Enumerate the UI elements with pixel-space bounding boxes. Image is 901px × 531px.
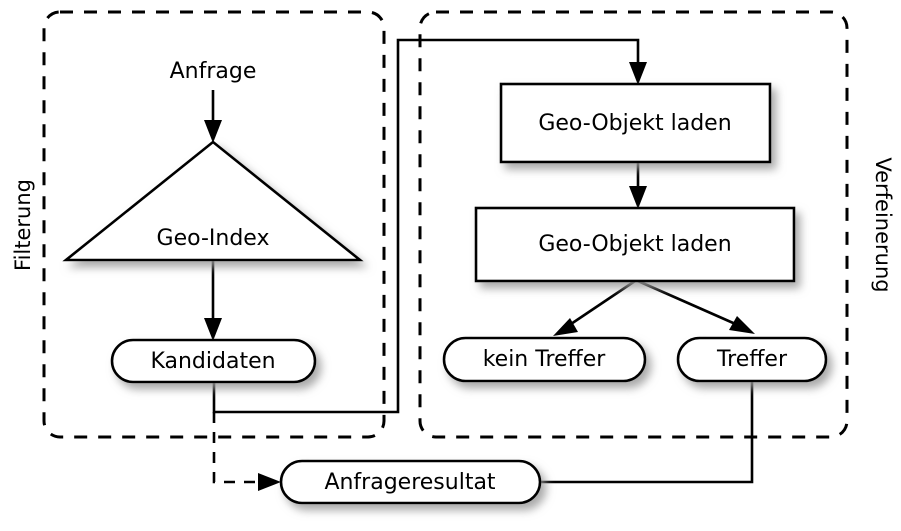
edge-treffer-to-anfrageresultat [540,381,754,484]
group-box-verfeinerung [418,10,849,439]
node-geo-index[interactable]: Geo-Index [62,140,364,262]
group-box-filterung [42,10,386,439]
arrowhead-geoobjekt1-to-geoobjekt2 [629,186,647,209]
node-geo-index-label: Geo-Index [157,226,270,251]
arrowhead-kandidaten-to-anfrageresultat [258,473,281,491]
edge-geoobjekt2-to-treffer [637,279,741,328]
arrowhead-anfrage-to-geoindex [204,120,222,143]
node-anfrage: Anfrage [170,59,257,84]
node-anfrageresultat-label: Anfrageresultat [324,470,495,495]
edge-kandidaten-to-anfrageresultat [212,412,262,484]
arrowhead-geoobjekt2-to-treffer [729,316,755,334]
node-geo-objekt-laden-1-label: Geo-Objekt laden [538,111,731,136]
node-kein-treffer[interactable]: kein Treffer [442,336,647,383]
node-geo-objekt-laden-2[interactable]: Geo-Objekt laden [474,206,796,283]
edge-geoobjekt2-to-keintreffer [567,279,636,328]
arrowhead-geoobjekt2-to-keintreffer [553,318,578,336]
edge-kandidaten-to-geoobjekt1 [212,38,640,414]
node-treffer[interactable]: Treffer [676,336,828,383]
node-treffer-label: Treffer [716,347,788,372]
node-kein-treffer-label: kein Treffer [483,347,607,372]
kein-treffer-pill [442,336,647,383]
group-label-verfeinerung: Verfeinerung [871,157,895,292]
node-kandidaten-label: Kandidaten [150,349,275,374]
node-geo-objekt-laden-2-label: Geo-Objekt laden [538,232,731,257]
treffer-pill [676,336,828,383]
group-label-filterung: Filterung [11,179,35,271]
geo-index-triangle [62,140,364,262]
node-kandidaten[interactable]: Kandidaten [110,338,317,384]
arrowhead-geoindex-to-kandidaten [204,318,222,341]
kandidaten-pill [110,338,317,384]
node-anfrageresultat[interactable]: Anfrageresultat [279,459,542,505]
geo-objekt-laden-2-box [474,206,796,283]
arrowhead-kandidaten-to-geoobjekt1 [629,62,647,85]
geo-objekt-laden-1-box [499,82,772,164]
anfrageresultat-pill [279,459,542,505]
node-geo-objekt-laden-1[interactable]: Geo-Objekt laden [499,82,772,164]
